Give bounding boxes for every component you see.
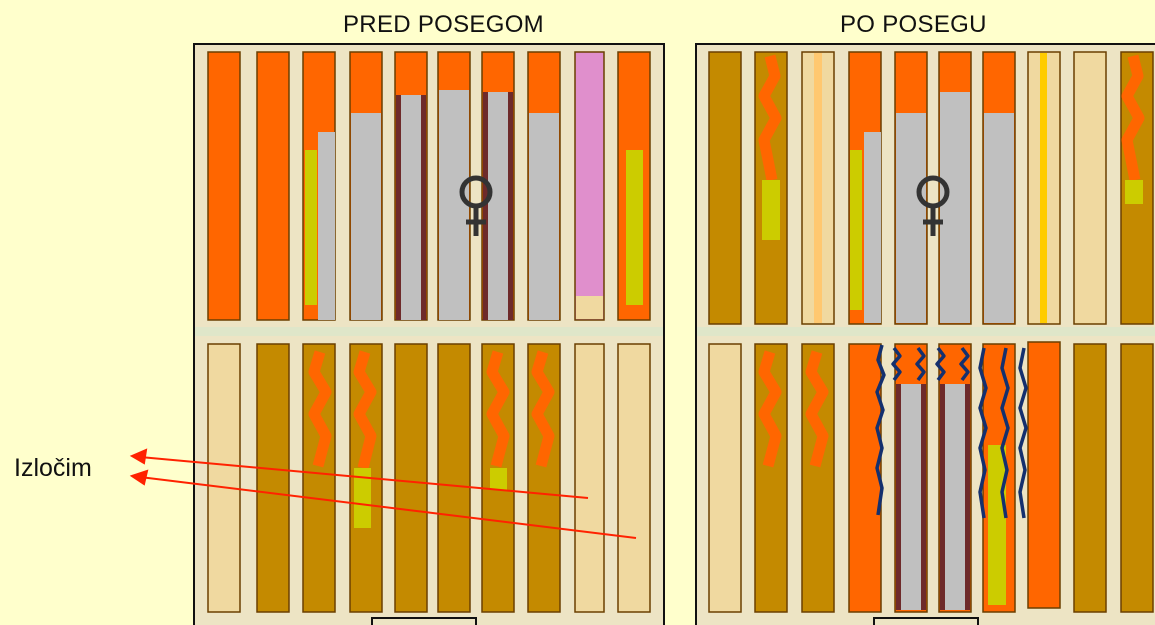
bar-yellow [1125,180,1143,204]
after-title: PO POSEGU [840,11,987,38]
bar [708,51,742,325]
before-title: PRED POSEGOM [343,11,544,38]
wavy-lines-after-upper [758,54,1145,182]
bar-darkred-edge [896,384,901,610]
lower-bars-before [207,343,651,613]
bar-yellow [988,445,1006,605]
lower-bars-after [708,341,1154,613]
bar-yellow [850,150,862,310]
panel-before [193,43,665,625]
wavy-lines-before [308,350,555,470]
wavy-line-icon [486,350,510,468]
bar [708,343,742,613]
bar [617,343,651,613]
bar-grey [896,113,926,323]
wavy-line-icon [758,350,782,468]
wavy-line-icon [1121,54,1145,182]
bar [1120,343,1154,613]
bar-darkred-edge [940,384,945,610]
wavy-line-icon [308,350,332,468]
wavy-line-icon [805,350,829,468]
bar-yellow [354,468,371,528]
panel-after [695,43,1155,625]
bar [574,343,605,613]
bar [207,343,241,613]
bar-darkred-edge [396,95,401,320]
bar [1027,341,1061,609]
bar [256,343,290,613]
bar-darkred-edge [921,384,926,610]
upper-bars-before [207,51,651,321]
bar-cream-end [576,296,603,319]
wavy-lines-after-lower [758,350,829,468]
bar-yellow [490,468,507,490]
bar-darkred-edge [483,92,488,320]
bar-grey [864,132,881,323]
bar [394,343,428,613]
bar-darkred-edge [508,92,513,320]
arrow-left-icon [129,448,148,465]
navy-scribbles [875,344,1028,519]
wavy-line-icon [531,350,555,468]
bar [1073,343,1107,613]
bar [207,51,241,321]
female-symbol-icon [459,175,493,236]
bar [1073,51,1107,325]
bar-yellow [305,150,317,305]
wavy-line-icon [353,350,377,470]
bar-grey [529,113,559,320]
side-label-izlocim: Izločim [14,454,92,482]
bar-grey [940,92,970,323]
bar [574,51,605,321]
bar [437,343,471,613]
wavy-line-icon [758,54,782,182]
bar-darkred-edge [421,95,426,320]
bar-yellow [626,150,643,305]
bar-grey [351,113,381,320]
bar [256,51,290,321]
bar-grey [439,90,469,320]
bar-stripe [1040,53,1047,323]
bar [848,343,882,613]
bar-darkred-edge [965,384,970,610]
female-symbol-icon [916,175,950,236]
arrow-left-icon [129,469,149,486]
arrows [129,448,637,539]
bar-stripe [814,53,822,323]
bar-grey [984,113,1014,323]
upper-bars-after [708,51,1154,325]
bar-grey [318,132,335,320]
bar-yellow [762,180,780,240]
cage-door [371,617,477,625]
cage-door [873,617,979,625]
